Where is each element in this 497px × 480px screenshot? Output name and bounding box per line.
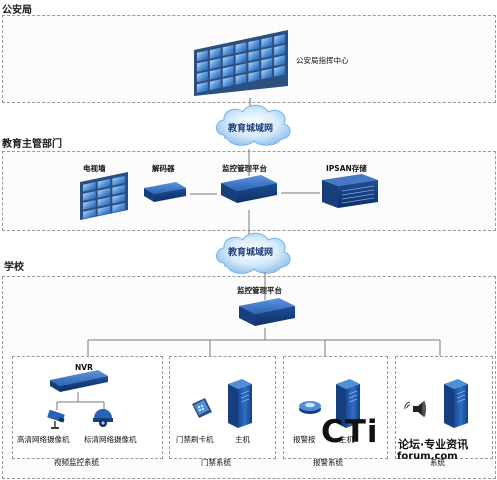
metro-network-cloud-icon-bottom bbox=[216, 232, 291, 274]
nvr-device-icon bbox=[50, 370, 108, 392]
edu-platform-server-icon bbox=[221, 175, 277, 203]
wall-screen-tile bbox=[248, 60, 260, 72]
card-reader-label: 门禁刷卡机 bbox=[176, 435, 214, 444]
watermark-cn: 论坛·专业资讯 bbox=[398, 438, 469, 451]
section-title-school: 学校 bbox=[4, 262, 24, 273]
police-command-center-label: 公安局指挥中心 bbox=[296, 56, 349, 65]
ipsan-storage-icon bbox=[322, 174, 378, 208]
edu-platform-label: 监控管理平台 bbox=[222, 164, 267, 173]
wall-screen-tile bbox=[222, 45, 234, 56]
wall-screen-tile bbox=[83, 191, 96, 201]
wall-screen-tile bbox=[83, 200, 96, 210]
alarm-button-icon bbox=[299, 401, 321, 414]
decoder-device-icon bbox=[144, 182, 186, 202]
police-video-wall-icon bbox=[194, 30, 288, 96]
wall-screen-tile bbox=[261, 58, 273, 69]
sd-camera-label: 标清网络摄像机 bbox=[84, 435, 137, 444]
video-system-name: 视频监控系统 bbox=[54, 458, 99, 467]
wall-screen-tile bbox=[97, 206, 111, 216]
alarm-host-label: 主机 bbox=[339, 435, 354, 444]
access-host-tower-icon bbox=[228, 379, 252, 428]
wall-screen-tile bbox=[261, 47, 273, 59]
watermark-domain: forum.com bbox=[397, 451, 458, 462]
access-system-name: 门禁系统 bbox=[201, 458, 231, 467]
wall-screen-tile bbox=[248, 71, 260, 82]
sd-dome-camera-icon bbox=[93, 409, 113, 427]
access-host-label: 主机 bbox=[235, 435, 250, 444]
wall-screen-tile bbox=[248, 39, 260, 51]
metro-network-label-top: 教育城域网 bbox=[228, 124, 274, 134]
access-system-box bbox=[169, 356, 276, 459]
hd-camera-label: 高清网络摄像机 bbox=[17, 435, 70, 444]
wall-screen-tile bbox=[209, 47, 221, 59]
wall-screen-tile bbox=[274, 65, 285, 77]
wall-screen-tile bbox=[112, 184, 125, 195]
wall-screen-tile bbox=[274, 55, 285, 67]
wall-screen-tile bbox=[97, 188, 111, 198]
wall-screen-tile bbox=[274, 44, 285, 56]
wall-screen-tile bbox=[261, 37, 273, 48]
alarm-system-name: 报警系统 bbox=[313, 458, 343, 467]
wall-screen-tile bbox=[235, 73, 247, 85]
wall-screen-tile bbox=[97, 197, 111, 207]
broadcast-host-tower-icon bbox=[444, 379, 468, 428]
wall-screen-tile bbox=[209, 68, 221, 80]
wall-screen-tile bbox=[112, 193, 125, 204]
video-wall-icon bbox=[80, 172, 128, 220]
wall-screen-tile bbox=[235, 42, 247, 54]
wall-screen-tile bbox=[274, 34, 285, 46]
wall-screen-tile bbox=[261, 68, 273, 80]
wall-screen-tile bbox=[248, 50, 260, 61]
alarm-host-tower-icon bbox=[336, 379, 360, 428]
wall-screen-tile bbox=[97, 179, 111, 189]
section-title-police: 公安局 bbox=[2, 5, 32, 16]
wall-screen-tile bbox=[112, 175, 125, 186]
card-reader-icon bbox=[192, 398, 212, 418]
broadcast-system-box bbox=[395, 356, 493, 459]
alarm-button-label: 报警按 bbox=[293, 435, 316, 444]
ipsan-label: IPSAN存储 bbox=[326, 164, 367, 173]
decoder-label: 解码器 bbox=[152, 164, 175, 173]
wall-screen-tile bbox=[235, 63, 247, 75]
watermark-cti: CTi bbox=[321, 414, 379, 450]
metro-network-cloud-icon-top bbox=[216, 104, 291, 146]
wall-screen-tile bbox=[222, 66, 234, 77]
wall-screen-tile bbox=[112, 202, 125, 213]
wall-screen-tile bbox=[209, 79, 221, 91]
wall-screen-tile bbox=[197, 71, 208, 83]
school-platform-server-icon bbox=[239, 298, 295, 326]
wall-screen-tile bbox=[83, 182, 96, 192]
wall-screen-tile bbox=[235, 52, 247, 64]
wall-screen-tile bbox=[197, 50, 208, 62]
section-title-edu-dept: 教育主管部门 bbox=[2, 139, 62, 150]
metro-network-label-bottom: 教育城域网 bbox=[228, 248, 274, 258]
broadcast-system-name: 系统 bbox=[430, 458, 445, 467]
wall-screen-tile bbox=[222, 76, 234, 88]
wall-screen-tile bbox=[197, 82, 208, 93]
school-platform-label: 监控管理平台 bbox=[237, 286, 282, 295]
wall-screen-tile bbox=[209, 58, 221, 70]
wall-screen-tile bbox=[197, 61, 208, 72]
speaker-icon bbox=[404, 401, 426, 417]
wall-screen-tile bbox=[83, 209, 96, 219]
hd-camera-icon bbox=[47, 409, 65, 429]
wall-screen-tile bbox=[222, 55, 234, 67]
video-wall-label: 电视墙 bbox=[83, 164, 106, 173]
nvr-label: NVR bbox=[75, 363, 93, 372]
